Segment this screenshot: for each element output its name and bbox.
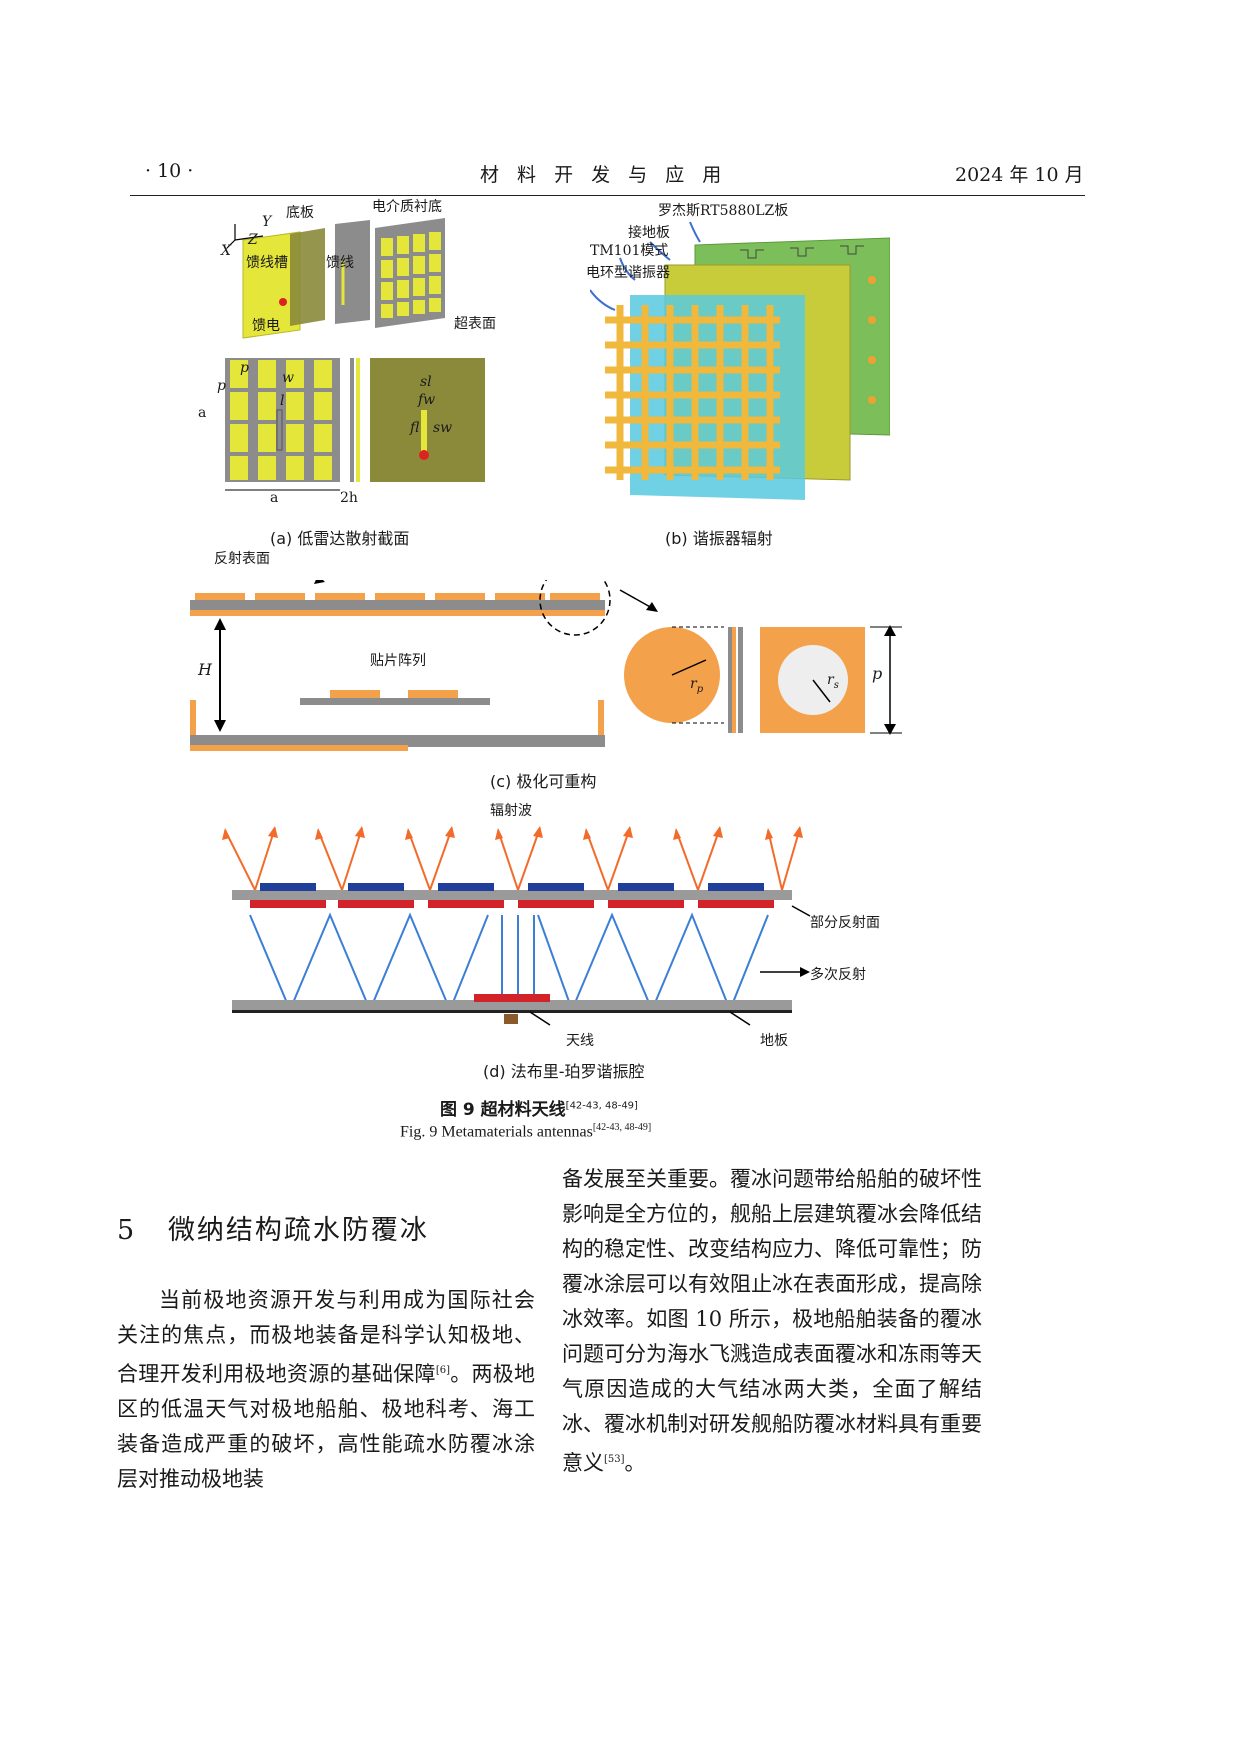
figure-title-cn: 图 9 超材料天线[42-43, 48-49] (440, 1100, 638, 1120)
slot-plate (290, 228, 325, 326)
label-H: H (198, 660, 212, 679)
left-column-paragraph: 当前极地资源开发与利用成为国际社会关注的焦点，而极地装备是科学认知极地、合理开发… (117, 1288, 536, 1491)
label-dielectric: 电介质衬底 (372, 199, 442, 215)
figure-a-diagram (225, 218, 485, 491)
dim-fw: fw (418, 392, 436, 408)
dim-w: w (282, 370, 294, 386)
label-tm101: TM101模式 (590, 243, 669, 259)
axis-y-label: Y (262, 214, 272, 230)
label-ring-resonator: 电环型谐振器 (586, 265, 670, 281)
page-number: · 10 · (145, 160, 194, 182)
label-base-plate: 底板 (286, 205, 314, 221)
figure-b-diagram (605, 237, 890, 500)
figure-d-diagram (222, 826, 811, 1026)
dielectric-substrate (335, 220, 370, 324)
ring-resonator-grid (605, 305, 780, 480)
slot-view (370, 358, 485, 482)
label-multi-reflection: 多次反射 (810, 967, 866, 983)
caption-d: (d) 法布里-珀罗谐振腔 (483, 1062, 645, 1081)
label-rp: rp (690, 676, 704, 695)
axis-x-label: X (221, 243, 231, 259)
dim-sl: sl (420, 374, 432, 390)
label-reflective-surface: 反射表面 (214, 551, 270, 567)
label-radiated-wave: 辐射波 (490, 803, 532, 819)
dim-2h: 2h (340, 490, 358, 506)
label-patch-array: 贴片阵列 (370, 653, 426, 669)
header-rule (130, 195, 1085, 196)
dim-fl: fl (410, 420, 420, 436)
label-metasurface: 超表面 (454, 316, 496, 332)
dim-p-v: p (217, 378, 226, 394)
axis-z-label: Z (248, 232, 258, 248)
dim-p-h: p (240, 360, 249, 376)
label-ground-plane: 接地板 (628, 225, 670, 241)
caption-c: (c) 极化可重构 (490, 772, 597, 791)
journal-title: 材 料 开 发 与 应 用 (480, 164, 728, 186)
caption-b: (b) 谐振器辐射 (665, 529, 773, 548)
dim-a-v: a (198, 405, 207, 421)
label-rt5880: 罗杰斯RT5880LZ板 (658, 203, 789, 219)
issue-date: 2024 年 10 月 (955, 164, 1084, 186)
label-partial-reflective: 部分反射面 (810, 915, 880, 931)
ground-plate (242, 231, 301, 339)
caption-a: (a) 低雷达散射截面 (270, 529, 410, 548)
label-antenna: 天线 (566, 1033, 594, 1049)
dim-l: l (280, 393, 285, 409)
figure-title-en: Fig. 9 Metamaterials antennas[42-43, 48-… (400, 1122, 652, 1141)
label-feed: 馈电 (252, 318, 280, 334)
label-ground-plate: 地板 (760, 1033, 788, 1049)
label-rs: rs (827, 672, 839, 691)
figure-b-arrows (590, 221, 701, 311)
label-p-cell: p (872, 664, 883, 683)
label-feedline: 馈线 (326, 255, 354, 271)
dim-a-h: a (270, 490, 279, 506)
right-column-paragraph: 备发展至关重要。覆冰问题带给船舶的破坏性影响是全方位的，舰船上层建筑覆冰会降低结… (562, 1167, 982, 1475)
label-feed-slot: 馈线槽 (246, 255, 288, 271)
section-heading: 5 微纳结构疏水防覆冰 (117, 1215, 429, 1246)
dim-sw: sw (433, 420, 453, 436)
figure-c-diagram (190, 580, 902, 751)
